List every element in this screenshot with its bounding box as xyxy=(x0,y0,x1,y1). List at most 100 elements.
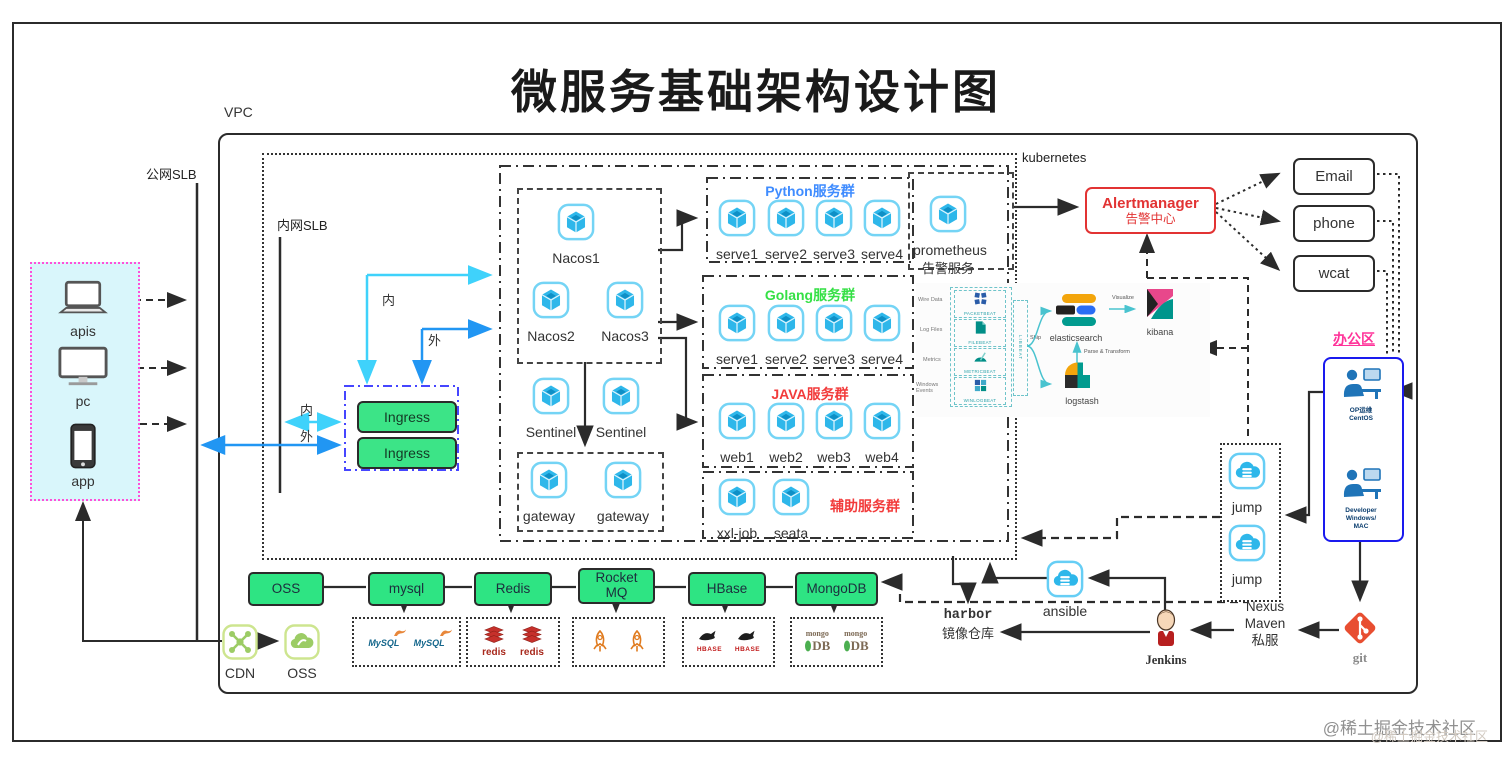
node-label: Sentinel xyxy=(525,424,577,440)
dev-os-label2: MAC xyxy=(1353,523,1369,530)
beat-label: PACKETBEAT xyxy=(963,311,997,316)
nexus-node: Nexus Maven 私服 xyxy=(1234,598,1296,649)
container-cube-icon xyxy=(718,478,756,516)
device-label: pc xyxy=(75,393,91,409)
laptop-icon xyxy=(56,280,110,318)
device-label: app xyxy=(71,473,95,489)
ingress-button-1: Ingress xyxy=(357,401,457,433)
container-cube-icon xyxy=(532,281,570,319)
sentinel1-node: Sentinel xyxy=(516,377,586,440)
filebeat-icon xyxy=(973,320,988,335)
prometheus-node: prometheus 告警服务 xyxy=(913,195,987,277)
prometheus-sub-label: 告警服务 xyxy=(921,261,974,276)
device-app: app xyxy=(30,422,136,489)
mysql-wordmark: MySQL xyxy=(413,638,445,648)
vpc-region xyxy=(218,133,1418,694)
monitor-icon xyxy=(55,346,111,390)
redis-instance: redis xyxy=(482,626,506,658)
ops-label: OP运维 xyxy=(1349,407,1373,414)
parse-label: Parse & Transform xyxy=(1084,349,1130,355)
public-slb-label: 公网SLB xyxy=(146,167,197,182)
hbase-wordmark: HBASE xyxy=(696,646,723,654)
nacos3-node: Nacos3 xyxy=(590,281,660,344)
device-apis: apis xyxy=(30,280,136,339)
cdn-icon xyxy=(222,624,258,660)
hbase-service-box: HBase xyxy=(688,572,766,606)
hbase-instances-box: HBASE HBASE xyxy=(682,617,775,667)
jenkins-butler-icon xyxy=(1153,608,1179,648)
page-title: 微服务基础架构设计图 xyxy=(511,66,1001,118)
jenkins-label: Jenkins xyxy=(1145,653,1187,667)
channel-phone: phone xyxy=(1293,205,1375,242)
node-label: Nacos3 xyxy=(601,328,649,344)
redis-instance: redis xyxy=(520,626,544,658)
node-label: jump xyxy=(1231,571,1263,587)
logstash-label: logstash xyxy=(1065,396,1099,406)
nexus-sub-label: 私服 xyxy=(1251,633,1279,648)
jump2-node: jump xyxy=(1213,524,1281,587)
node-label: Sentinel xyxy=(595,424,647,440)
watermark-echo: @稀土掘金技术社区 xyxy=(1370,729,1488,744)
elk-stack-panel: Wire Data Log Files Metrics Windows Even… xyxy=(916,283,1210,417)
device-pc: pc xyxy=(30,346,136,409)
elk-source-label: Wire Data xyxy=(918,297,943,303)
mysql-instance: MySQL xyxy=(368,633,399,651)
redis-cube-icon xyxy=(521,626,543,643)
redis-wordmark: redis xyxy=(520,647,544,658)
kibana-label: kibana xyxy=(1146,327,1174,337)
container-cube-icon xyxy=(532,377,570,415)
ship-arrows xyxy=(1026,306,1053,389)
dev-label: Developer xyxy=(1345,507,1377,514)
nacos1-node: Nacos1 xyxy=(541,203,611,266)
git-label: git xyxy=(1352,650,1368,665)
alertmanager-label: Alertmanager xyxy=(1102,195,1199,212)
node-label: serve4 xyxy=(860,351,904,367)
rocket-icon xyxy=(627,630,647,654)
internal-slb-label: 内网SLB xyxy=(277,218,328,233)
container-cube-icon xyxy=(863,199,901,237)
inner-side-label: 内 xyxy=(300,403,314,418)
metricbeat-icon xyxy=(973,349,988,364)
python-group-title: Python服务群 xyxy=(765,183,855,199)
node-label: jump xyxy=(1231,499,1263,515)
gateway2-node: gateway xyxy=(588,461,658,524)
ansible-node: ansible xyxy=(1028,560,1102,619)
harbor-label: harbor xyxy=(943,608,993,623)
git-node: git xyxy=(1338,606,1382,666)
hbase-instance: HBASE xyxy=(697,630,722,654)
ingress-button-2: Ingress xyxy=(357,437,457,469)
python-serve4: serve4 xyxy=(847,199,917,262)
beat-label: FILEBEAT xyxy=(968,340,992,345)
container-cube-icon xyxy=(929,195,967,233)
java-group-title: JAVA服务群 xyxy=(771,386,849,402)
vpc-label: VPC xyxy=(224,104,253,120)
packetbeat-icon xyxy=(973,291,988,306)
aux-seata: seata xyxy=(756,478,826,541)
channel-wcat: wcat xyxy=(1293,255,1375,292)
mysql-dolphin-icon xyxy=(393,627,407,637)
metricbeat-cell: METRICBEAT xyxy=(954,348,1006,376)
container-cube-icon xyxy=(530,461,568,499)
oss-cloud-icon xyxy=(284,624,320,660)
filebeat-cell: FILEBEAT xyxy=(954,319,1006,347)
hbase-wordmark: HBASE xyxy=(734,646,761,654)
ops-os-label: CentOS xyxy=(1349,415,1373,422)
cdn-label: CDN xyxy=(224,665,256,681)
libbeat-strip: LIBBEAT xyxy=(1013,300,1028,396)
elasticsearch-logo xyxy=(1050,292,1102,330)
visualize-arrow xyxy=(1109,305,1137,313)
alertmanager-sub-label: 告警中心 xyxy=(1125,212,1176,226)
gateway1-node: gateway xyxy=(514,461,584,524)
container-cube-icon xyxy=(602,377,640,415)
dev-os-label: Windows/ xyxy=(1345,515,1377,522)
harbor-sub-label: 镜像仓库 xyxy=(941,626,994,641)
office-area-label: 办公区 xyxy=(1333,331,1375,347)
ops-workstation: OP运维 CentOS xyxy=(1330,366,1392,423)
sentinel2-node: Sentinel xyxy=(586,377,656,440)
elk-source-label: Windows Events xyxy=(916,382,939,394)
redis-instances-box: redis redis xyxy=(466,617,560,667)
prometheus-label: prometheus xyxy=(913,242,987,258)
oss-label: OSS xyxy=(287,665,317,681)
